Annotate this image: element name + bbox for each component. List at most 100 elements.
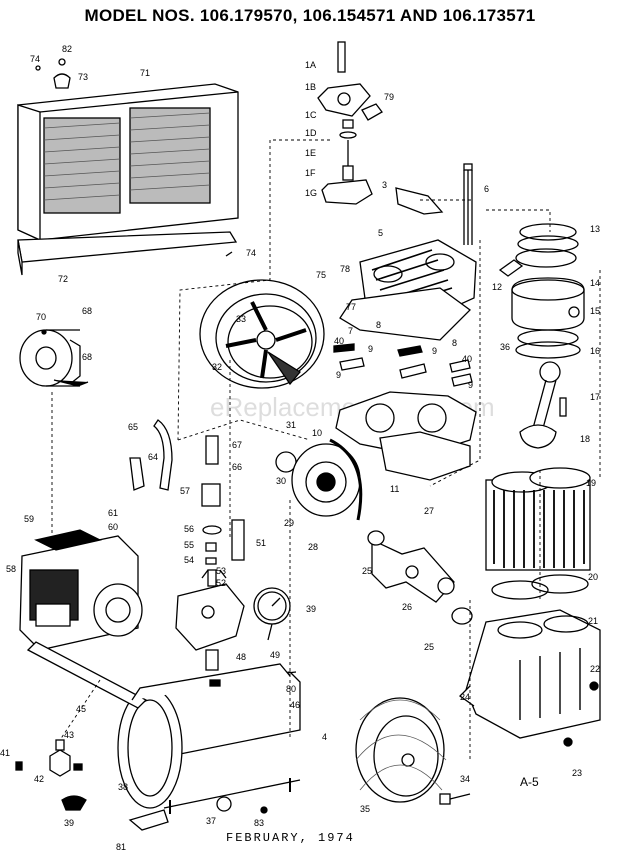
part-label-49: 49 xyxy=(270,650,280,660)
pilot-valve xyxy=(175,583,245,671)
part-label-53: 53 xyxy=(216,566,226,576)
part-label-20: 20 xyxy=(588,572,598,582)
part-label-18: 18 xyxy=(580,434,590,444)
part-label-1E: 1E xyxy=(305,148,316,158)
part-label-74a: 74 xyxy=(30,54,40,64)
part-label-80: 80 xyxy=(286,684,296,694)
axle-bolt xyxy=(439,793,471,805)
part-label-37: 37 xyxy=(206,816,216,826)
part-label-55: 55 xyxy=(184,540,194,550)
part-label-75: 75 xyxy=(316,270,326,280)
tank-bushing xyxy=(216,796,232,812)
part-label-1B: 1B xyxy=(305,82,316,92)
diagram-title: MODEL NOS. 106.179570, 106.154571 AND 10… xyxy=(84,6,536,25)
part-label-11: 11 xyxy=(390,484,399,494)
part-label-40b: 40 xyxy=(462,354,472,364)
part-label-27: 27 xyxy=(424,506,434,516)
part-label-39b: 39 xyxy=(64,818,74,828)
part-label-61: 61 xyxy=(108,508,118,518)
part-label-78: 78 xyxy=(340,264,350,274)
part-label-38: 38 xyxy=(118,782,128,792)
part-label-29: 29 xyxy=(284,518,294,528)
part-label-1G: 1G xyxy=(305,188,317,198)
part-label-22: 22 xyxy=(590,664,600,674)
part-label-6: 6 xyxy=(484,184,489,194)
wheel xyxy=(355,697,447,803)
flywheel-pulley xyxy=(199,279,325,389)
part-label-42: 42 xyxy=(34,774,44,784)
cylinder-block xyxy=(485,467,591,571)
part-label-52: 52 xyxy=(216,578,226,588)
part-label-57: 57 xyxy=(180,486,190,496)
part-label-70: 70 xyxy=(36,312,46,322)
part-label-43: 43 xyxy=(64,730,74,740)
motor-pulley xyxy=(19,329,89,387)
part-label-39a: 39 xyxy=(306,604,316,614)
part-label-9b: 9 xyxy=(432,346,437,356)
crankcase-plug xyxy=(563,737,573,747)
leader-lines xyxy=(51,139,601,760)
reed-valves xyxy=(333,343,473,387)
part-label-26: 26 xyxy=(402,602,412,612)
part-label-71: 71 xyxy=(140,68,150,78)
part-label-13: 13 xyxy=(590,224,600,234)
part-label-66: 66 xyxy=(232,462,242,472)
part-label-9d: 9 xyxy=(468,380,473,390)
part-label-30: 30 xyxy=(276,476,286,486)
footer-date: FEBRUARY, 1974 xyxy=(226,831,355,845)
part-label-81: 81 xyxy=(116,842,126,850)
part-label-34: 34 xyxy=(460,774,470,784)
unloader-plate xyxy=(395,187,444,215)
part-label-33: 33 xyxy=(236,314,246,324)
part-label-67: 67 xyxy=(232,440,242,450)
connecting-rod xyxy=(519,361,567,449)
part-label-65: 65 xyxy=(128,422,138,432)
part-label-74b: 74 xyxy=(246,248,256,258)
part-label-56: 56 xyxy=(184,524,194,534)
tank-drain-cap xyxy=(260,806,268,814)
part-label-19: 19 xyxy=(586,478,596,488)
part-label-82: 82 xyxy=(62,44,72,54)
guard-bracket xyxy=(17,231,238,276)
drain-plug xyxy=(589,681,599,691)
part-label-8a: 8 xyxy=(376,320,381,330)
part-label-23: 23 xyxy=(572,768,582,778)
part-label-17: 17 xyxy=(590,392,600,402)
part-label-9c: 9 xyxy=(336,370,341,380)
belt-guard xyxy=(17,83,239,242)
cylinder-gasket xyxy=(491,574,589,600)
sheet-code: A-5 xyxy=(520,775,539,789)
part-label-1A: 1A xyxy=(305,60,316,70)
bearing-carrier xyxy=(291,438,363,521)
part-label-60: 60 xyxy=(108,522,118,532)
guard-fasteners xyxy=(35,58,233,257)
crankshaft xyxy=(367,530,473,625)
air-tank xyxy=(26,641,301,831)
part-label-41: 41 xyxy=(0,748,10,758)
part-label-1D: 1D xyxy=(305,128,317,138)
part-label-32: 32 xyxy=(212,362,222,372)
part-label-77: 77 xyxy=(346,302,356,312)
part-label-31: 31 xyxy=(286,420,296,430)
part-label-25b: 25 xyxy=(424,642,434,652)
part-label-79a: 79 xyxy=(384,92,394,102)
head-gasket xyxy=(379,431,471,481)
part-label-14: 14 xyxy=(590,278,600,288)
part-label-73: 73 xyxy=(78,72,88,82)
valve-assembly xyxy=(317,41,383,205)
part-label-4: 4 xyxy=(322,732,327,742)
part-label-64: 64 xyxy=(148,452,158,462)
part-label-1F: 1F xyxy=(305,168,316,178)
pressure-gauge xyxy=(253,587,291,641)
part-label-1C: 1C xyxy=(305,110,317,120)
part-label-28: 28 xyxy=(308,542,318,552)
part-label-46: 46 xyxy=(290,700,300,710)
part-label-35: 35 xyxy=(360,804,370,814)
part-label-7: 7 xyxy=(348,326,353,336)
head-bolt xyxy=(463,163,473,245)
part-label-16: 16 xyxy=(590,346,600,356)
pressure-switch-fittings xyxy=(129,419,245,587)
part-label-54: 54 xyxy=(184,555,194,565)
